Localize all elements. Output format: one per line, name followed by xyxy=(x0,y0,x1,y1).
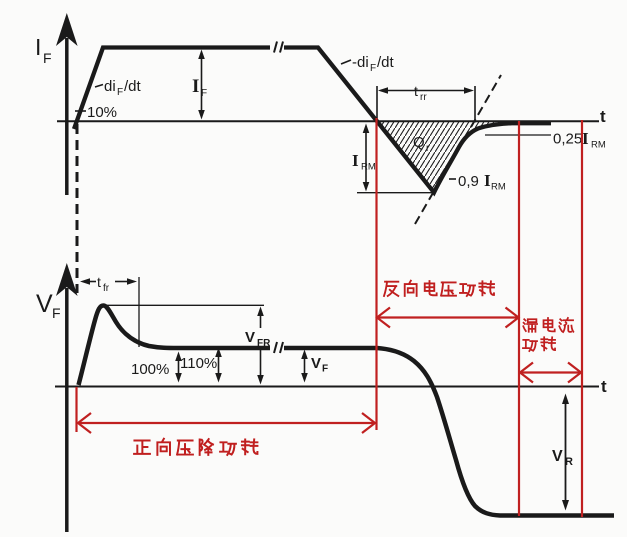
svg-text:/dt: /dt xyxy=(377,54,395,71)
svg-text:10%: 10% xyxy=(87,104,117,121)
svg-text:RM: RM xyxy=(491,182,506,193)
svg-text:I: I xyxy=(484,171,491,190)
svg-text:100%: 100% xyxy=(131,361,169,378)
svg-text:V: V xyxy=(36,290,53,318)
svg-text:Q: Q xyxy=(413,134,425,151)
svg-text:rr: rr xyxy=(420,92,427,103)
svg-text:F: F xyxy=(52,305,61,321)
svg-text:F: F xyxy=(322,364,328,375)
svg-text:RM: RM xyxy=(591,140,606,151)
svg-text:-di: -di xyxy=(352,54,369,71)
svg-text:r: r xyxy=(426,143,430,154)
svg-text:0,25: 0,25 xyxy=(553,131,582,148)
svg-text:t: t xyxy=(600,107,606,126)
svg-text:F: F xyxy=(43,50,52,66)
svg-text:t: t xyxy=(97,274,101,290)
svg-text:FR: FR xyxy=(257,338,271,349)
svg-text:V: V xyxy=(311,355,321,372)
svg-text:F: F xyxy=(370,63,376,74)
svg-text:V: V xyxy=(245,329,255,346)
svg-text:110%: 110% xyxy=(180,355,217,372)
svg-text:RM: RM xyxy=(361,162,376,173)
svg-text:I: I xyxy=(582,129,589,148)
svg-text:fr: fr xyxy=(103,283,110,294)
svg-text:I: I xyxy=(192,76,199,97)
svg-text:V: V xyxy=(552,448,563,465)
svg-text:I: I xyxy=(352,151,359,170)
svg-text:t: t xyxy=(601,377,607,396)
svg-text:0,9: 0,9 xyxy=(458,173,479,190)
svg-text:/dt: /dt xyxy=(124,78,142,95)
svg-text:F: F xyxy=(201,88,207,99)
svg-text:di: di xyxy=(104,78,116,95)
svg-text:R: R xyxy=(565,456,573,468)
svg-text:I: I xyxy=(35,34,41,60)
svg-text:t: t xyxy=(414,83,418,99)
svg-text:F: F xyxy=(117,87,123,98)
